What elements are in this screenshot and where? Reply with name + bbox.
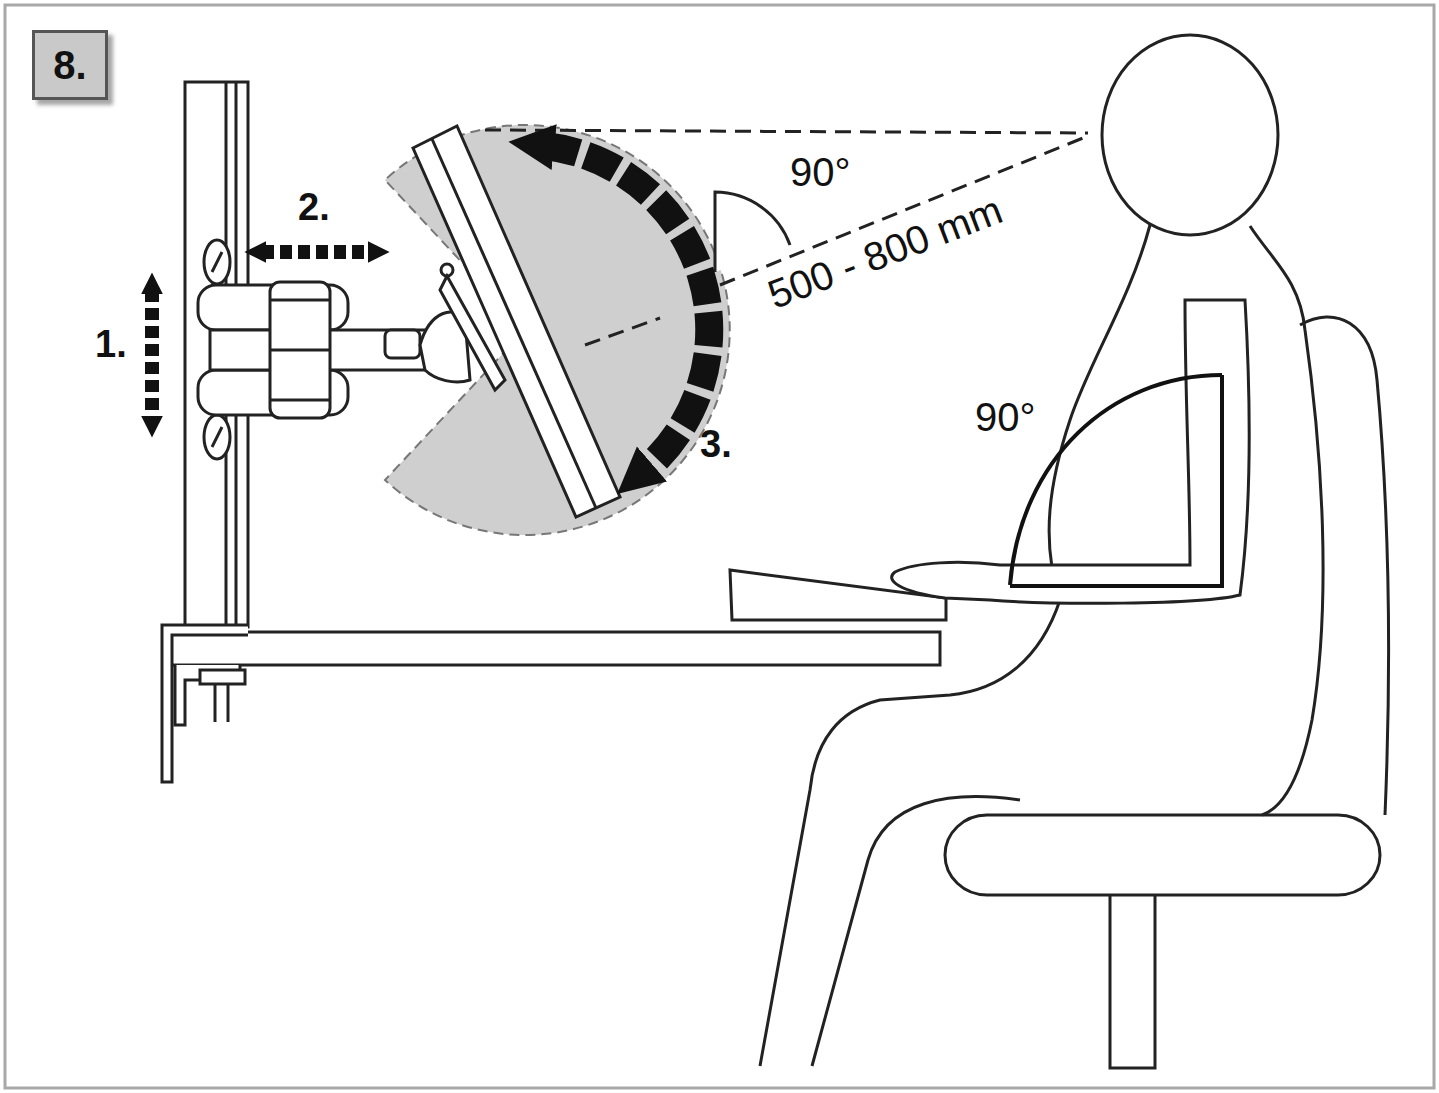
monitor-arm xyxy=(198,240,505,459)
tilt-sector xyxy=(385,125,730,535)
angle-mark xyxy=(715,192,790,272)
desk xyxy=(162,625,940,782)
callout-number: 3. xyxy=(700,425,732,463)
frame xyxy=(5,5,1434,1088)
person xyxy=(760,35,1323,1066)
sight-lines xyxy=(485,130,1088,345)
figure-number-box: 8. xyxy=(32,30,108,100)
depth-arrow xyxy=(262,245,372,259)
figure-number: 8. xyxy=(53,45,86,85)
angle-label: 90° xyxy=(790,152,851,192)
callout-number: 2. xyxy=(298,188,330,226)
callout-number: 1. xyxy=(95,325,127,363)
tilt-arrow xyxy=(545,146,709,470)
elbow-angle xyxy=(1010,375,1224,588)
angle-label: 90° xyxy=(975,397,1036,437)
monitor xyxy=(413,126,620,517)
height-arrow xyxy=(145,290,159,420)
chair xyxy=(945,317,1388,1068)
